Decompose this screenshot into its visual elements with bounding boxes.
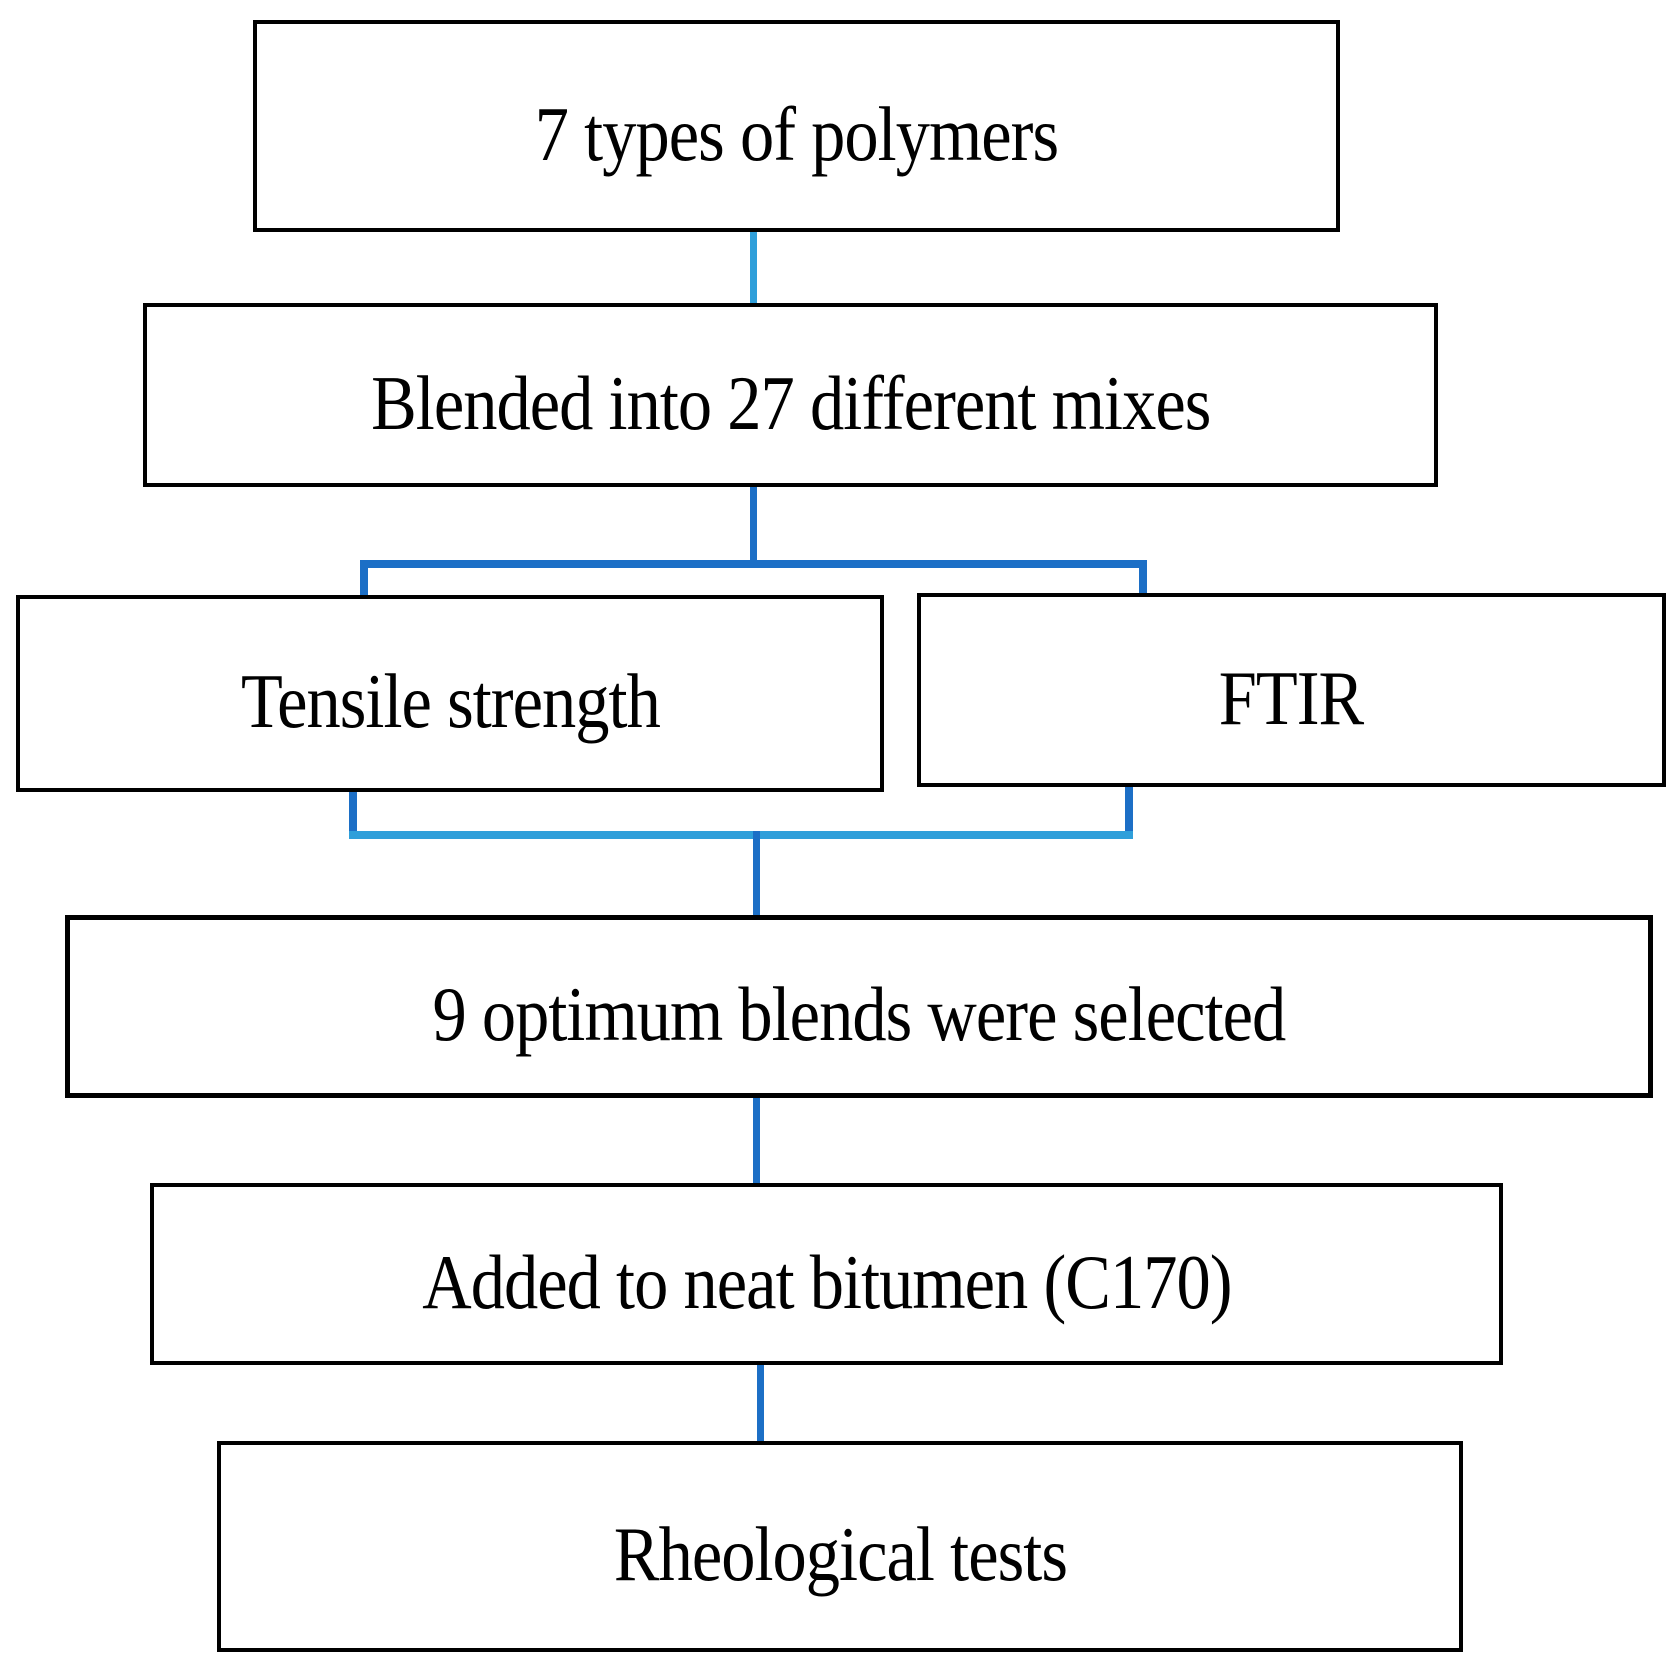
connector-polymers-to-blended bbox=[750, 232, 757, 307]
flowchart-box-rheological-tests: Rheological tests bbox=[217, 1441, 1463, 1652]
connector-tensile-to-merge bbox=[349, 790, 357, 838]
flowchart-box-tensile-strength: Tensile strength bbox=[16, 595, 884, 792]
connector-branch-to-tensile bbox=[360, 560, 368, 602]
connector-blended-to-branch bbox=[750, 487, 757, 567]
connector-ftir-to-merge bbox=[1125, 785, 1133, 838]
connector-branch-horizontal bbox=[360, 560, 1146, 568]
flowchart-box-neat-bitumen: Added to neat bitumen (C170) bbox=[150, 1183, 1503, 1365]
box-label-neat-bitumen: Added to neat bitumen (C170) bbox=[421, 1238, 1232, 1325]
box-label-tensile-strength: Tensile strength bbox=[240, 657, 661, 745]
flowchart-box-blended-mixes: Blended into 27 different mixes bbox=[143, 303, 1438, 487]
box-label-polymer-types: 7 types of polymers bbox=[534, 90, 1059, 177]
box-label-rheological-tests: Rheological tests bbox=[613, 1510, 1067, 1598]
flowchart-box-ftir: FTIR bbox=[917, 593, 1666, 787]
flowchart-box-polymer-types: 7 types of polymers bbox=[253, 20, 1340, 232]
flowchart-box-optimum-blends: 9 optimum blends were selected bbox=[65, 915, 1653, 1098]
connector-merge-horizontal bbox=[349, 831, 1133, 839]
connector-merge-to-optimum bbox=[753, 831, 760, 921]
box-label-optimum-blends: 9 optimum blends were selected bbox=[432, 970, 1287, 1058]
connector-optimum-to-bitumen bbox=[753, 1096, 760, 1188]
box-label-blended-mixes: Blended into 27 different mixes bbox=[370, 359, 1211, 446]
connector-bitumen-to-rheology bbox=[757, 1363, 764, 1447]
connector-branch-to-ftir bbox=[1139, 560, 1147, 602]
box-label-ftir: FTIR bbox=[1219, 654, 1364, 741]
